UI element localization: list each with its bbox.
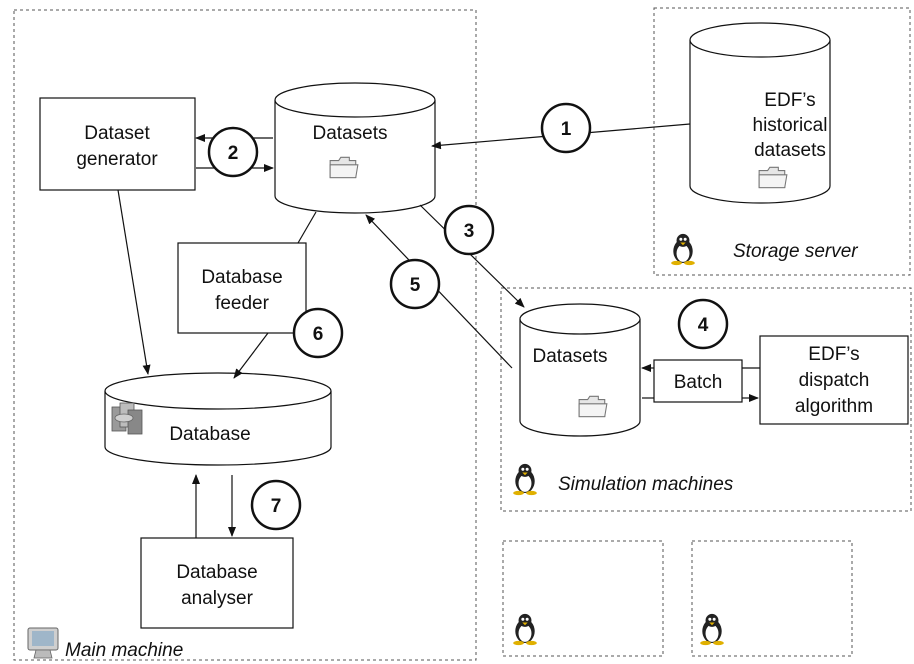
- dataset-generator-line-1: Dataset: [84, 123, 150, 144]
- monitor-icon: [27, 627, 59, 659]
- datasets-sim-cylinder: Datasets: [519, 303, 641, 437]
- folder-icon: [329, 156, 359, 179]
- step-3-label: 3: [464, 221, 475, 242]
- step-5-label: 5: [410, 275, 421, 296]
- step-3-marker: 3: [443, 204, 495, 256]
- step-4-marker: 4: [677, 298, 729, 350]
- step-5-marker: 5: [389, 258, 441, 310]
- sim-machine-box-1: [502, 540, 664, 657]
- edf-historical-line-1: EDF’s: [764, 90, 815, 111]
- datasets-sim-label: Datasets: [533, 346, 608, 367]
- storage-server-region: [653, 7, 911, 276]
- database-feeder-box: [177, 242, 307, 334]
- edf-historical-line-2: historical: [753, 115, 828, 136]
- simulation-machines-region: [500, 287, 912, 512]
- database-feeder-line-1: Database: [201, 267, 282, 288]
- database-analyser-line-2: analyser: [181, 588, 253, 609]
- linux-penguin-icon: [513, 463, 537, 496]
- database-analyser-line-1: Database: [176, 562, 257, 583]
- linux-penguin-icon: [513, 613, 537, 646]
- simulation-machines-label: Simulation machines: [558, 474, 734, 495]
- datasets-main-label: Datasets: [313, 123, 388, 144]
- arrow-datasets-to-sim: [419, 204, 525, 308]
- step-7-marker: 7: [250, 479, 302, 531]
- folder-icon: [758, 166, 788, 189]
- edf-dispatch-line-2: dispatch: [799, 370, 870, 391]
- main-machine-label: Main machine: [65, 640, 183, 661]
- arrow-feeder-to-database: [233, 332, 269, 379]
- database-analyser-box: [140, 537, 294, 629]
- edf-historical-datasets-cylinder: EDF’s historical datasets: [689, 22, 831, 204]
- step-4-label: 4: [698, 315, 709, 336]
- datasets-main-cylinder: Datasets: [274, 82, 436, 214]
- step-2-label: 2: [228, 143, 239, 164]
- arrow-generator-to-database: [117, 189, 151, 375]
- step-2-marker: 2: [207, 126, 259, 178]
- sim-machine-box-2: [691, 540, 853, 657]
- main-machine-region: [13, 9, 477, 661]
- edf-dispatch-line-1: EDF’s: [808, 344, 859, 365]
- database-cylinder: Database: [104, 372, 332, 466]
- edf-dispatch-line-3: algorithm: [795, 396, 873, 417]
- edf-historical-line-3: datasets: [754, 140, 826, 161]
- linux-penguin-icon: [671, 233, 695, 266]
- step-6-marker: 6: [292, 307, 344, 359]
- step-1-label: 1: [561, 119, 572, 140]
- storage-server-label: Storage server: [733, 241, 858, 262]
- step-1-marker: 1: [540, 102, 592, 154]
- dataset-generator-box: [39, 97, 196, 191]
- batch-box: [653, 359, 743, 403]
- step-6-label: 6: [313, 324, 324, 345]
- batch-label: Batch: [674, 372, 723, 393]
- database-stack-icon: [111, 402, 143, 435]
- step-7-label: 7: [271, 496, 282, 517]
- line-datasets-to-feeder: [297, 211, 317, 244]
- database-feeder-line-2: feeder: [215, 293, 270, 314]
- dataset-generator-line-2: generator: [76, 149, 158, 170]
- folder-icon: [578, 395, 608, 418]
- linux-penguin-icon: [700, 613, 724, 646]
- edf-dispatch-box: [759, 335, 909, 425]
- database-label: Database: [169, 424, 250, 445]
